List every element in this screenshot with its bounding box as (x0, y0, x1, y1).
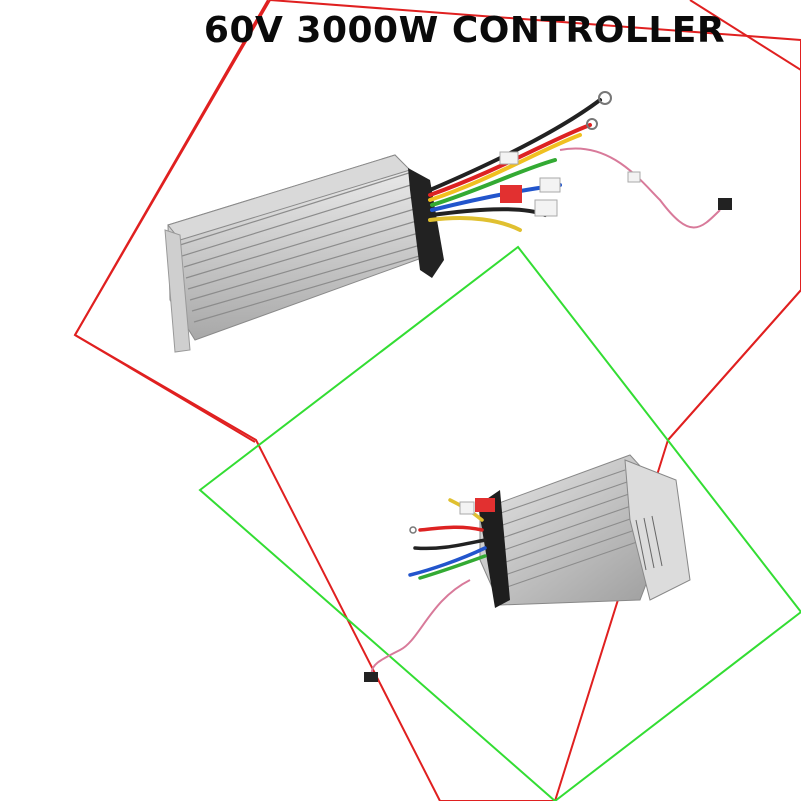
controller-end-view-photo (364, 454, 691, 682)
green-frame (198, 245, 801, 801)
red-frame-lines (74, 0, 801, 443)
controller-side-view-photo (164, 91, 732, 353)
page-title: 60V 3000W CONTROLLER (203, 10, 726, 51)
